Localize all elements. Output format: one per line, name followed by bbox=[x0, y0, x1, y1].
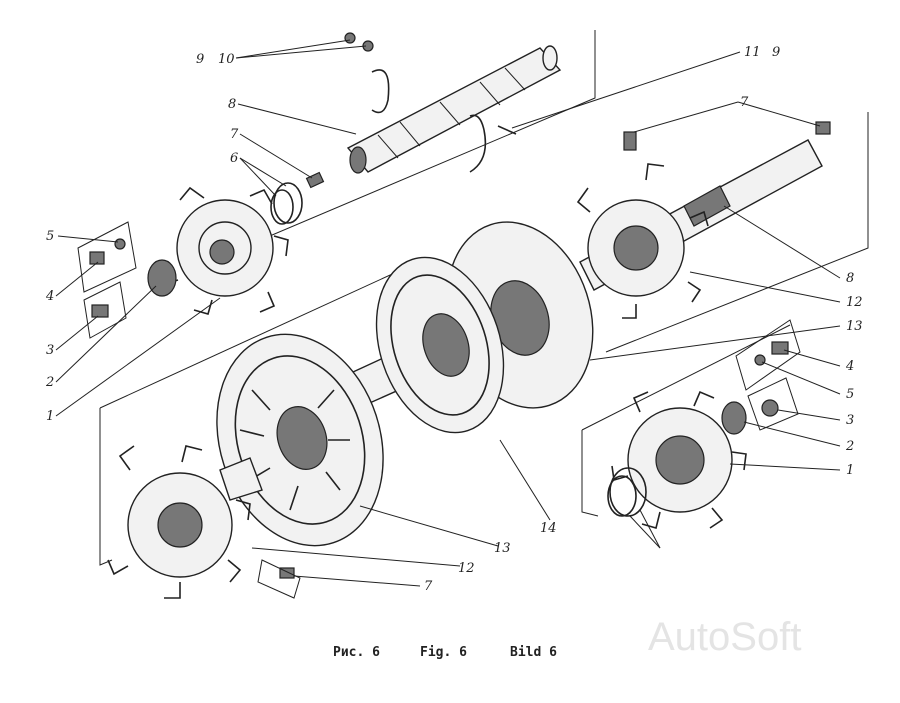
label-7-bottom: 7 bbox=[424, 579, 433, 594]
label-9-right: 9 bbox=[772, 45, 780, 60]
right-frame bbox=[605, 112, 869, 353]
label-12-bottom: 12 bbox=[458, 561, 475, 576]
label-1-right: 1 bbox=[846, 463, 854, 478]
label-11: 11 bbox=[744, 45, 761, 60]
sprocket-hub bbox=[219, 457, 263, 501]
washer-5-left bbox=[114, 238, 126, 250]
label-9-left: 9 bbox=[196, 52, 204, 67]
grease-fitting-7-top bbox=[305, 171, 325, 189]
seal-ring-right-a bbox=[609, 467, 647, 517]
seal-ring-right-b bbox=[607, 475, 637, 517]
grease-fitting-7-bottom bbox=[279, 567, 295, 579]
left-fasteners bbox=[77, 221, 177, 339]
grease-fitting-7-far bbox=[815, 121, 831, 135]
watermark: AutoSoft bbox=[648, 615, 801, 659]
part-labels: 9 10 11 9 8 7 6 5 4 3 2 1 7 8 12 13 4 5 … bbox=[45, 45, 863, 594]
label-13-right: 13 bbox=[846, 319, 863, 334]
nut-10a bbox=[344, 32, 356, 44]
label-7-top: 7 bbox=[230, 127, 239, 142]
upper-shaft-body bbox=[346, 47, 562, 173]
caption-en: Fig. 6 bbox=[420, 645, 467, 660]
label-8-right: 8 bbox=[846, 271, 854, 286]
leader-lines bbox=[55, 39, 841, 587]
clamp-lower bbox=[469, 114, 487, 173]
differential-assembly bbox=[216, 221, 594, 547]
label-8-top: 8 bbox=[228, 97, 236, 112]
label-1-left: 1 bbox=[46, 409, 54, 424]
label-6: 6 bbox=[230, 151, 238, 166]
bolt-4-left bbox=[89, 251, 105, 265]
right-shaft-assembly bbox=[567, 121, 831, 319]
label-4-right: 4 bbox=[845, 359, 854, 374]
bolt-11 bbox=[497, 125, 517, 135]
upper-splined-shaft bbox=[344, 32, 562, 174]
diagonal-frame bbox=[99, 264, 413, 409]
label-7-right-top: 7 bbox=[740, 95, 749, 110]
clamp-upper bbox=[371, 69, 390, 114]
bolt-4-right bbox=[771, 341, 789, 355]
label-5-left: 5 bbox=[46, 229, 54, 244]
label-3-left: 3 bbox=[46, 343, 54, 358]
upper-small-parts bbox=[270, 171, 325, 225]
upper-left-sprocket bbox=[161, 186, 289, 315]
caption-de: Bild 6 bbox=[510, 645, 557, 660]
label-13-bottom: 13 bbox=[494, 541, 511, 556]
caption-ru: Рис. 6 bbox=[333, 645, 380, 660]
label-4-left: 4 bbox=[45, 289, 54, 304]
lower-left-sprocket bbox=[107, 445, 301, 599]
label-5-right: 5 bbox=[846, 387, 854, 402]
nut-3-left bbox=[91, 304, 109, 318]
grease-fitting-7-right bbox=[623, 131, 637, 151]
label-2-right: 2 bbox=[845, 439, 854, 454]
seal-ring-6b bbox=[270, 189, 294, 225]
nut-3-right bbox=[761, 399, 779, 417]
washer-5-right bbox=[754, 354, 766, 366]
lower-left-frame bbox=[99, 408, 113, 566]
plate-2-right bbox=[721, 401, 747, 435]
label-2-left: 2 bbox=[45, 375, 54, 390]
label-3-right: 3 bbox=[846, 413, 854, 428]
plate-2-left bbox=[147, 259, 177, 297]
upper-shaft-end bbox=[349, 146, 367, 174]
lower-right-frame-top bbox=[581, 324, 791, 431]
label-12-right: 12 bbox=[846, 295, 863, 310]
lower-right-parts bbox=[607, 319, 801, 529]
seal-ring-6a bbox=[273, 182, 303, 224]
label-10: 10 bbox=[218, 52, 235, 67]
lower-right-frame bbox=[581, 430, 599, 517]
figure-caption: Рис. 6 Fig. 6 Bild 6 bbox=[333, 645, 557, 660]
label-14: 14 bbox=[540, 521, 557, 536]
